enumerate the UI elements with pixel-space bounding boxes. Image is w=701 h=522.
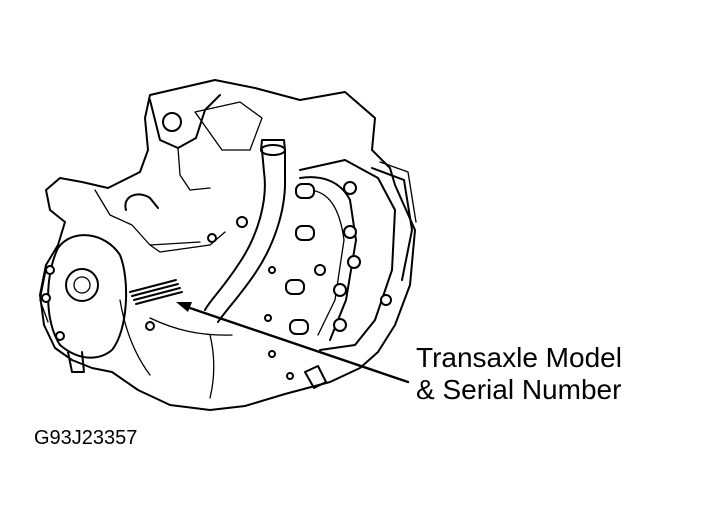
vb-bolt-7 (347, 255, 361, 269)
case-bolt-5 (236, 216, 248, 228)
solenoid-1 (295, 183, 315, 199)
filler-tube (204, 149, 266, 311)
filler-cap (260, 144, 286, 156)
transaxle-housing-outline (39, 79, 416, 411)
lower-case-contour (149, 317, 233, 336)
cover-bolt-3 (55, 331, 65, 341)
lower-bolt (145, 321, 155, 331)
filler-tube-inner (217, 149, 287, 323)
vb-bolt-2 (343, 225, 357, 239)
vb-bolt-6 (380, 294, 392, 306)
solenoid-2 (295, 225, 315, 241)
callout-label-line-2: & Serial Number (416, 374, 622, 405)
callout-label-line-1: Transaxle Model (416, 342, 622, 373)
output-shaft-inner (73, 276, 91, 294)
vb-bolt-1 (343, 181, 357, 195)
end-cover-flange (39, 269, 49, 323)
vent-hose (124, 193, 159, 211)
bracket-rib (194, 101, 263, 151)
lower-case-contour-2 (209, 334, 215, 399)
right-pipe-bundle-2 (379, 161, 417, 223)
speed-sensor (304, 365, 327, 389)
callout-leader (176, 302, 410, 384)
lower-case-contour-3 (119, 299, 151, 376)
cover-bolt-1 (45, 265, 55, 275)
end-cover (47, 234, 128, 359)
pipe-2 (309, 189, 345, 336)
top-mount-bracket (149, 94, 221, 149)
left-bracket (94, 189, 201, 246)
case-bolt-6 (207, 233, 217, 243)
cover-bolt-2 (41, 293, 51, 303)
figure-code: G93J23357 (34, 427, 138, 449)
drain-fitting (67, 351, 85, 373)
serial-number-plate (129, 279, 183, 305)
case-bolt-1 (268, 266, 276, 274)
case-bolt-2 (264, 314, 272, 322)
solenoid-4 (289, 319, 309, 335)
valve-body (299, 159, 396, 351)
case-bolt-3 (268, 350, 276, 358)
vb-bolt-5 (314, 264, 326, 276)
left-arm (149, 231, 226, 253)
case-bolt-4 (286, 372, 294, 380)
filler-cap-top (260, 139, 286, 151)
output-shaft (65, 268, 99, 302)
vb-bolt-4 (333, 318, 347, 332)
bracket-rib-2 (177, 147, 211, 191)
solenoid-3 (285, 279, 305, 295)
right-pipe-bundle (371, 167, 413, 281)
mount-hole (162, 112, 182, 132)
vb-bolt-3 (333, 283, 347, 297)
